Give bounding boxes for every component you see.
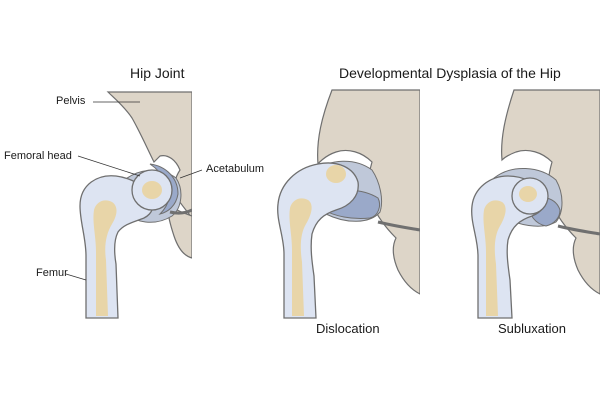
femur-label: Femur <box>36 267 68 279</box>
femur-bone <box>277 162 359 319</box>
femoral-head-marrow <box>326 165 346 183</box>
femur-leader <box>65 273 87 281</box>
dislocation-caption: Dislocation <box>316 321 380 336</box>
normal-hip-illustration <box>79 91 192 319</box>
ddh-title: Developmental Dysplasia of the Hip <box>339 65 561 81</box>
femur-marrow <box>289 198 312 316</box>
hip-joint-title: Hip Joint <box>130 65 185 81</box>
subluxation-caption: Subluxation <box>498 321 566 336</box>
acetabulum-leader <box>179 169 203 179</box>
femoral-head-marrow <box>142 181 162 199</box>
pelvis-label: Pelvis <box>56 95 86 107</box>
ligament <box>557 224 600 236</box>
femoral-head-label: Femoral head <box>4 150 72 162</box>
femur-marrow <box>93 200 117 316</box>
label-leaders <box>65 101 203 281</box>
dislocation-illustration <box>277 89 420 319</box>
acetabulum-label: Acetabulum <box>206 163 265 175</box>
femur-marrow <box>483 200 506 316</box>
ligament <box>377 220 420 232</box>
femoral-head-leader <box>77 155 141 177</box>
femoral-head-marrow <box>519 186 537 202</box>
subluxation-illustration <box>471 89 600 319</box>
ligament <box>169 208 192 215</box>
